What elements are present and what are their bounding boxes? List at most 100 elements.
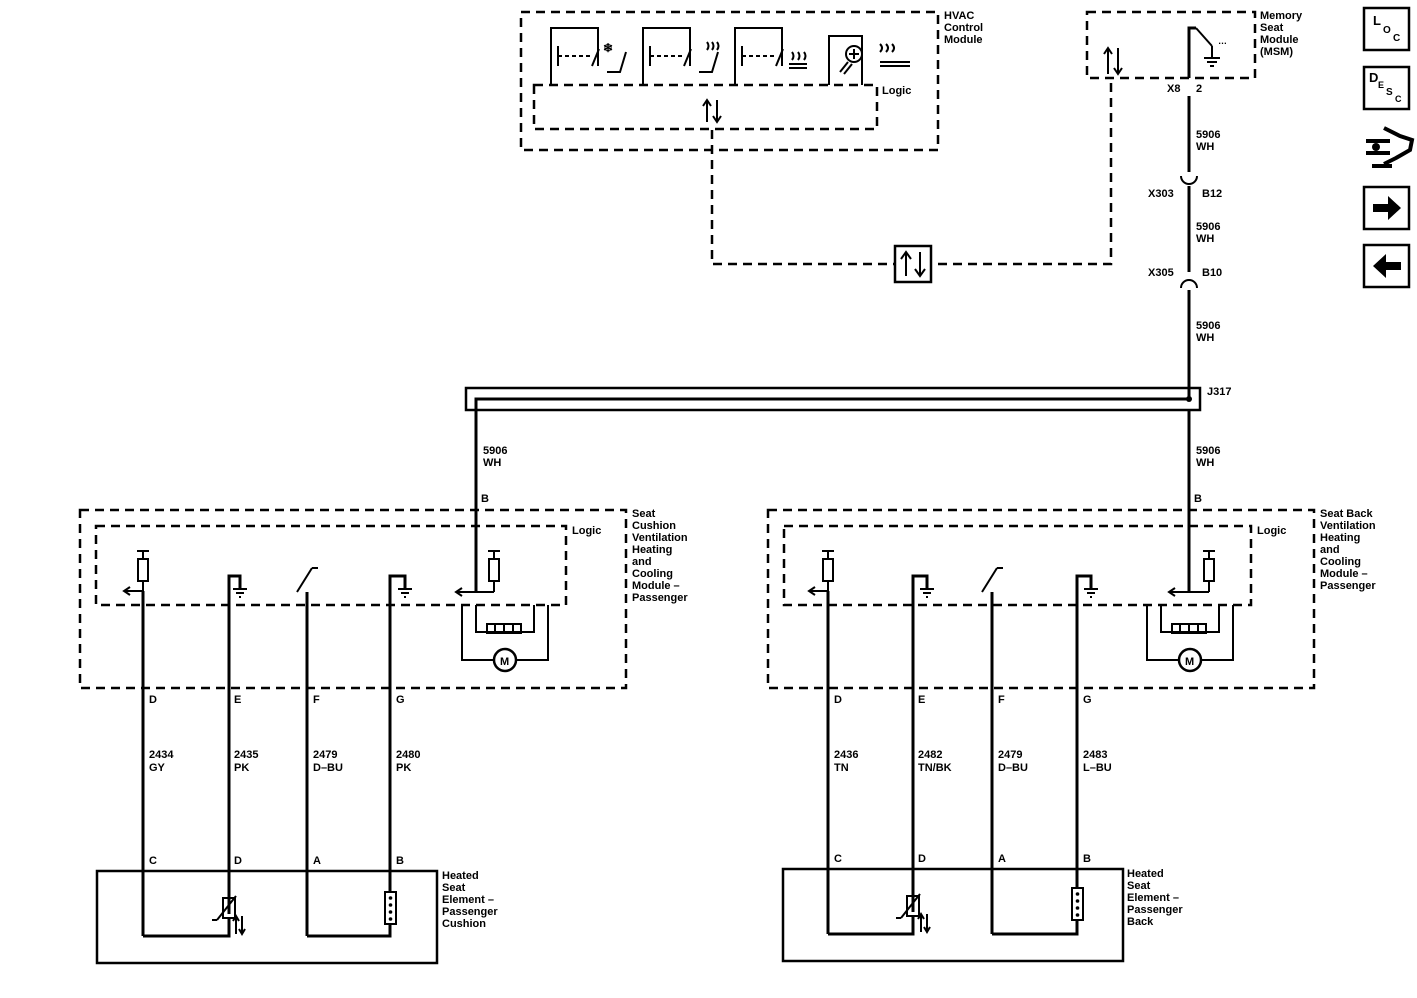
back-harness: D E F G 2436 TN 2482 TN/BK 2479 D–BU 248…	[826, 694, 1112, 934]
connector-icon[interactable]	[1366, 126, 1415, 168]
hvac-control-module: HVAC Control Module Logic ❄	[519, 10, 983, 152]
wire-color-3: WH	[1196, 332, 1214, 344]
hvac-module-name-2: Control	[944, 22, 983, 34]
back-wire-2-color: TN/BK	[918, 762, 952, 774]
wire-circuit-1: 5906	[1196, 129, 1220, 141]
svg-text:C: C	[1395, 94, 1402, 104]
svg-text:❄: ❄	[603, 41, 613, 55]
back-element-pin-a: A	[998, 853, 1006, 865]
svg-text:Passenger: Passenger	[442, 906, 498, 918]
back-logic-label: Logic	[1257, 525, 1286, 537]
cushion-wire-2-circuit: 2435	[234, 749, 258, 761]
msm-connector-label: X8	[1167, 83, 1180, 95]
back-pullup-resistor-icon	[807, 550, 834, 596]
x303-pin-label: B12	[1202, 188, 1222, 200]
back-input-resistor-icon	[1167, 550, 1215, 597]
svg-text:M: M	[500, 656, 509, 668]
svg-text:Heating: Heating	[632, 544, 672, 556]
heated-element-cushion: C D A B Heated Seat Element – Passenger	[95, 855, 498, 965]
svg-text:S: S	[1386, 87, 1393, 98]
seat-vent-switch-icon[interactable]	[734, 27, 807, 85]
back-wire-4-color: L–BU	[1083, 762, 1112, 774]
x303-connector-label: X303	[1148, 188, 1174, 200]
back-element-name: Heated Seat Element – Passenger Back	[1127, 868, 1183, 928]
splice-label: J317	[1207, 386, 1231, 398]
svg-text:O: O	[1383, 25, 1391, 36]
wire-circuit-5: 5906	[1196, 445, 1220, 457]
svg-text:Module –: Module –	[632, 580, 680, 592]
wire-circuit-4: 5906	[483, 445, 507, 457]
wire-color-1: WH	[1196, 141, 1214, 153]
back-pin-d: D	[834, 694, 842, 706]
seat-cushion-module: Logic B Seat Cushion Ventilation Heating…	[78, 493, 688, 700]
svg-text:Seat: Seat	[1127, 880, 1151, 892]
x305-pin-label: B10	[1202, 267, 1222, 279]
svg-text:E: E	[1378, 80, 1384, 90]
svg-text:Seat: Seat	[442, 882, 466, 894]
nav-loc-button[interactable]: L O C	[1362, 6, 1411, 52]
msm-data-arrows-icon	[1103, 46, 1123, 76]
hvac-module-name-3: Module	[944, 34, 983, 46]
nav-desc-button[interactable]: D E S C	[1362, 65, 1411, 111]
cushion-pullup-resistor-icon	[122, 550, 149, 596]
x303-connector-icon	[1180, 175, 1198, 185]
cushion-pin-e: E	[234, 694, 241, 706]
svg-text:…: …	[1218, 36, 1227, 46]
cushion-element-name: Heated Seat Element – Passenger Cushion	[442, 870, 498, 930]
svg-text:Seat: Seat	[632, 508, 656, 520]
back-pin-g: G	[1083, 694, 1092, 706]
x305-connector-icon	[1180, 279, 1198, 289]
back-element-pin-c: C	[834, 853, 842, 865]
svg-text:Cooling: Cooling	[1320, 556, 1361, 568]
svg-text:D: D	[1369, 70, 1378, 85]
wire-color-5: WH	[1196, 457, 1214, 469]
svg-text:Heated: Heated	[442, 870, 479, 882]
svg-text:Cushion: Cushion	[442, 918, 486, 930]
back-blower-motor-icon: M	[1146, 605, 1234, 673]
cushion-ground-icon	[227, 574, 247, 700]
seat-heat-switch-icon[interactable]	[642, 27, 720, 85]
memory-seat-module: Memory Seat Module (MSM) … X8 2	[1085, 10, 1303, 95]
cushion-element-pin-a: A	[313, 855, 321, 867]
cushion-wire-2-color: PK	[234, 762, 249, 774]
cushion-wire-3-color: D–BU	[313, 762, 343, 774]
msm-name-3: Module	[1260, 34, 1299, 46]
cushion-element-pin-c: C	[149, 855, 157, 867]
cushion-pin-f: F	[313, 694, 320, 706]
cushion-wire-1-circuit: 2434	[149, 749, 174, 761]
splice-j317: J317	[464, 386, 1231, 504]
arrow-left-icon[interactable]	[1362, 243, 1411, 289]
back-module-name: Seat Back Ventilation Heating and Coolin…	[1320, 508, 1376, 592]
cushion-harness: D E F G 2434 GY 2435 PK 2479 D–BU 2480 P…	[141, 694, 420, 936]
back-element-pin-d: D	[918, 853, 926, 865]
wire-circuit-2: 5906	[1196, 221, 1220, 233]
back-wire-2-circuit: 2482	[918, 749, 942, 761]
cushion-heating-element-icon	[384, 891, 397, 925]
svg-text:Heated: Heated	[1127, 868, 1164, 880]
msm-name-1: Memory	[1260, 10, 1303, 22]
back-ground-icon	[911, 574, 934, 700]
wire-color-2: WH	[1196, 233, 1214, 245]
cushion-pin-g: G	[396, 694, 405, 706]
arrow-right-icon[interactable]	[1362, 185, 1411, 231]
x305-connector-label: X305	[1148, 267, 1174, 279]
cushion-wire-4-color: PK	[396, 762, 411, 774]
svg-text:Back: Back	[1127, 916, 1154, 928]
serial-data-bus	[710, 78, 1113, 284]
svg-text:Seat Back: Seat Back	[1320, 508, 1373, 520]
msm-switch-ground-icon: …	[1187, 26, 1227, 78]
wire-circuit-3: 5906	[1196, 320, 1220, 332]
cushion-switch-icon	[296, 567, 318, 700]
svg-text:and: and	[1320, 544, 1340, 556]
back-wire-4-circuit: 2483	[1083, 749, 1107, 761]
seat-cool-switch-icon[interactable]: ❄	[550, 27, 627, 85]
hvac-module-name-1: HVAC	[944, 10, 974, 22]
cushion-thermistor-icon	[212, 895, 246, 936]
cushion-ground-2-icon	[388, 574, 412, 700]
cushion-element-pin-b: B	[396, 855, 404, 867]
svg-text:Module –: Module –	[1320, 568, 1368, 580]
svg-text:C: C	[1393, 33, 1400, 44]
cushion-element-pin-d: D	[234, 855, 242, 867]
cushion-pin-d: D	[149, 694, 157, 706]
